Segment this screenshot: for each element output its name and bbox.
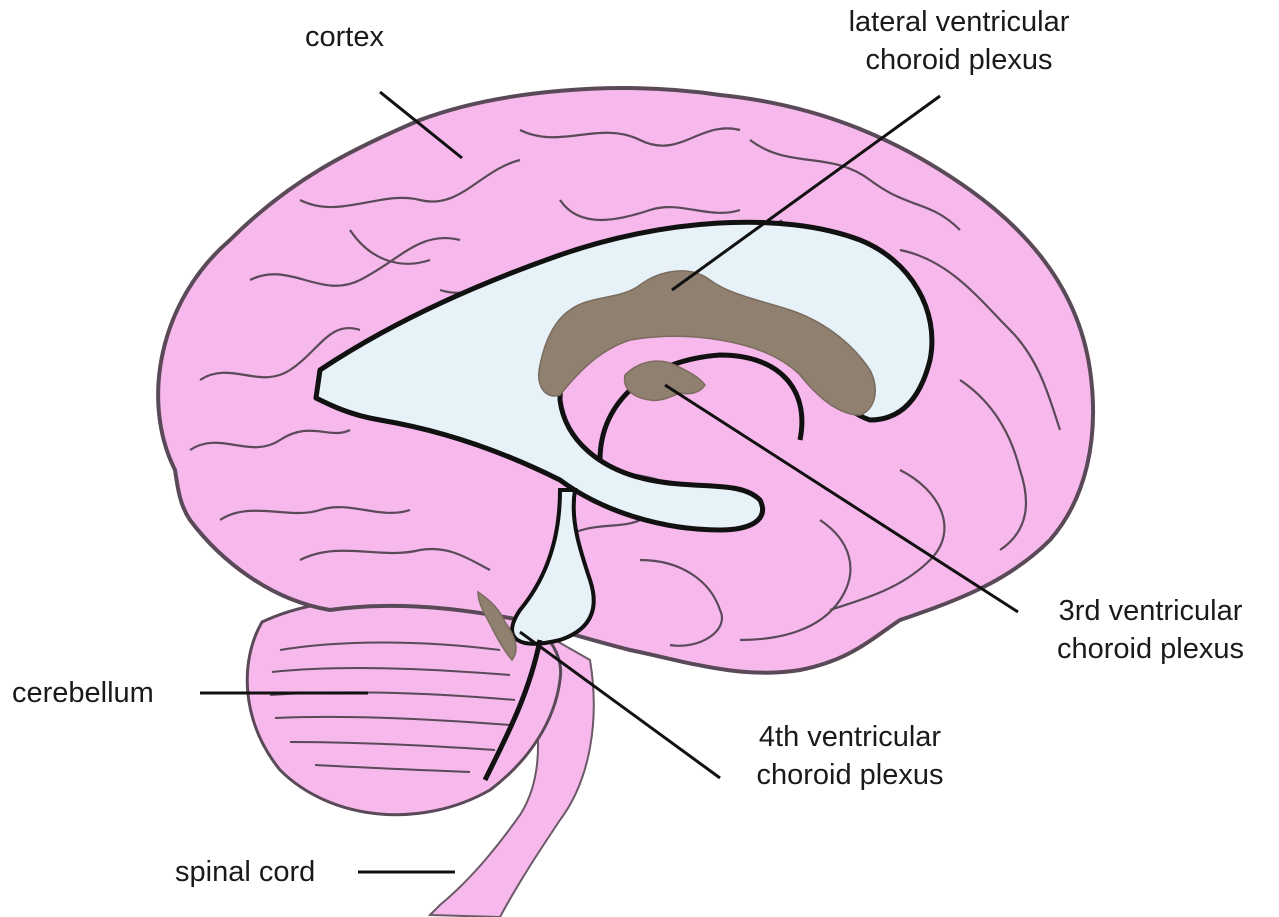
lateral-label-line1: lateral ventricular (818, 3, 1100, 41)
lateral-label-line2: choroid plexus (818, 41, 1100, 79)
cerebellum-label-text: cerebellum (12, 674, 154, 712)
lateral-ventricular-choroid-plexus-label: lateral ventricular choroid plexus (818, 3, 1100, 79)
fourth-ventricular-choroid-plexus-label: 4th ventricular choroid plexus (734, 718, 966, 794)
third-label-line1: 3rd ventricular (1028, 592, 1273, 630)
third-label-line2: choroid plexus (1028, 630, 1273, 668)
cerebellum-label: cerebellum (12, 674, 154, 712)
spinal-cord-label-text: spinal cord (175, 853, 315, 891)
spinal-cord-label: spinal cord (175, 853, 315, 891)
cortex-label-text: cortex (305, 18, 384, 56)
fourth-label-line2: choroid plexus (734, 756, 966, 794)
fourth-label-line1: 4th ventricular (734, 718, 966, 756)
third-ventricular-choroid-plexus-label: 3rd ventricular choroid plexus (1028, 592, 1273, 668)
cortex-label: cortex (305, 18, 384, 56)
